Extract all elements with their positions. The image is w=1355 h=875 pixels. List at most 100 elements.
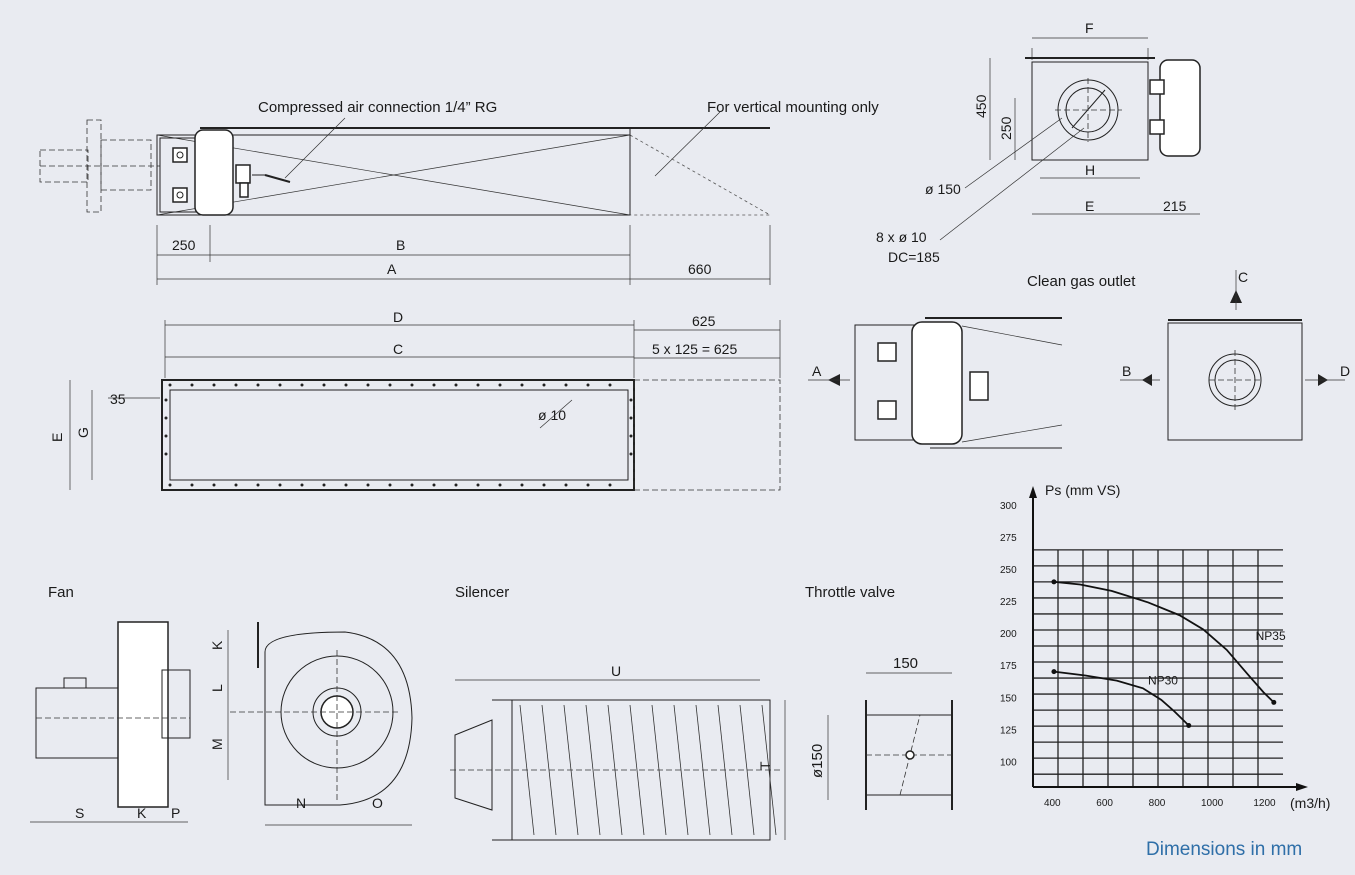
dim-b: B (396, 237, 405, 253)
series-line-np35 (1053, 581, 1275, 704)
bolt-hole (498, 483, 502, 487)
throttle-valve-view: Throttle valve 150 ø150 (805, 584, 953, 810)
bolt-hole (164, 416, 168, 420)
bolt-hole (410, 383, 414, 387)
dim-o: O (372, 795, 383, 811)
bolt-hole (256, 483, 260, 487)
flange-view: F H E 215 450 250 ø 150 8 x ø 10 DC=185 (876, 20, 1201, 265)
bolt-hole (278, 383, 282, 387)
dim-n: N (296, 795, 306, 811)
silencer-view: Silencer U T (450, 584, 786, 841)
series-label: NP35 (1256, 629, 1286, 643)
dim-d: D (393, 309, 403, 325)
bolt-hole (366, 383, 370, 387)
bolt-hole (300, 483, 304, 487)
bolt-hole (190, 483, 194, 487)
dim-c: C (393, 341, 403, 357)
series-end-point (1186, 722, 1192, 728)
valve-left-top (172, 147, 188, 163)
bolt-hole (366, 483, 370, 487)
dim-625: 625 (692, 313, 716, 329)
dim-l: L (209, 684, 225, 692)
clean-gas-outlet-label: Clean gas outlet (1027, 273, 1136, 290)
y-tick-label: 175 (1000, 661, 1017, 672)
bolt-hole (542, 483, 546, 487)
dim-k-front: K (209, 640, 225, 650)
dim-660: 660 (688, 261, 712, 277)
dim-h: H (1085, 162, 1095, 178)
dim-215: 215 (1163, 198, 1187, 214)
bolt-hole (476, 483, 480, 487)
bolt-hole (164, 398, 168, 402)
bolt-hole (432, 483, 436, 487)
dim-e-side: E (49, 433, 65, 442)
dim-g: G (75, 427, 91, 438)
x-tick-label: 600 (1096, 798, 1113, 809)
fan-views: Fan S K P K L M N O (30, 584, 413, 826)
x-tick-label: 400 (1044, 798, 1061, 809)
bolt-hole (608, 483, 612, 487)
y-tick-label: 200 (1000, 629, 1017, 640)
dimensions-footer: Dimensions in mm (1146, 839, 1302, 860)
dim-250: 250 (172, 237, 196, 253)
arrow-c-label: C (1238, 269, 1248, 285)
chart-grid (1032, 549, 1283, 787)
arrow-a-label: A (812, 363, 822, 379)
bolt-hole (256, 383, 260, 387)
bolt-hole (322, 483, 326, 487)
bolt-hole (168, 483, 172, 487)
bolt-hole (322, 383, 326, 387)
y-tick-label: 100 (1000, 757, 1017, 768)
bolt-hole (190, 383, 194, 387)
y-tick-label: 250 (1000, 565, 1017, 576)
y-tick-label: 300 (1000, 501, 1017, 512)
x-tick-label: 1000 (1201, 798, 1224, 809)
x-axis-arrow (1296, 783, 1308, 791)
dim-150: 150 (893, 655, 918, 672)
compressed-air-callout: Compressed air connection 1/4” RG (258, 99, 497, 116)
bolt-hole (629, 398, 633, 402)
mounting-plate-view: D C 625 5 x 125 = 625 35 ø 10 E G (49, 309, 781, 491)
spiral-stroke (585, 704, 601, 836)
bolt-hole (564, 383, 568, 387)
bolt-hole (608, 383, 612, 387)
bolt-hole (344, 383, 348, 387)
dim-a: A (387, 261, 397, 277)
dim-s: S (75, 805, 84, 821)
x-tick-label: 800 (1149, 798, 1166, 809)
bolt-hole (520, 383, 524, 387)
bolt-hole (212, 483, 216, 487)
filter-side-view: Compressed air connection 1/4” RG For ve… (39, 99, 879, 285)
valve-left-bottom (172, 187, 188, 203)
series-start-point (1051, 579, 1057, 585)
bolt-hole (454, 483, 458, 487)
dim-e-top: E (1085, 198, 1094, 214)
throttle-section-label: Throttle valve (805, 584, 895, 601)
bolt-hole (476, 383, 480, 387)
fan-ghost-outline (39, 119, 160, 213)
dim-35: 35 (110, 391, 126, 407)
bolt-hole (629, 452, 633, 456)
dim-pitch: 5 x 125 = 625 (652, 341, 737, 357)
y-tick-label: 125 (1000, 725, 1017, 736)
dim-m: M (209, 738, 225, 750)
series-line-np30 (1053, 670, 1190, 727)
bolt-hole (168, 383, 172, 387)
bolt-hole (432, 383, 436, 387)
bolt-hole (520, 483, 524, 487)
series-start-point (1051, 669, 1057, 675)
dim-p: P (171, 805, 180, 821)
outlet-view: C B D (1120, 269, 1350, 441)
y-tick-label: 150 (1000, 693, 1017, 704)
dia-150-callout: ø 150 (925, 181, 961, 197)
dim-t: T (757, 761, 773, 770)
bolt-hole-row (164, 383, 633, 487)
bolt-hole (586, 483, 590, 487)
bolt-hole (278, 483, 282, 487)
bolt-hole (542, 383, 546, 387)
bolt-hole (629, 434, 633, 438)
dc-callout: DC=185 (888, 249, 940, 265)
